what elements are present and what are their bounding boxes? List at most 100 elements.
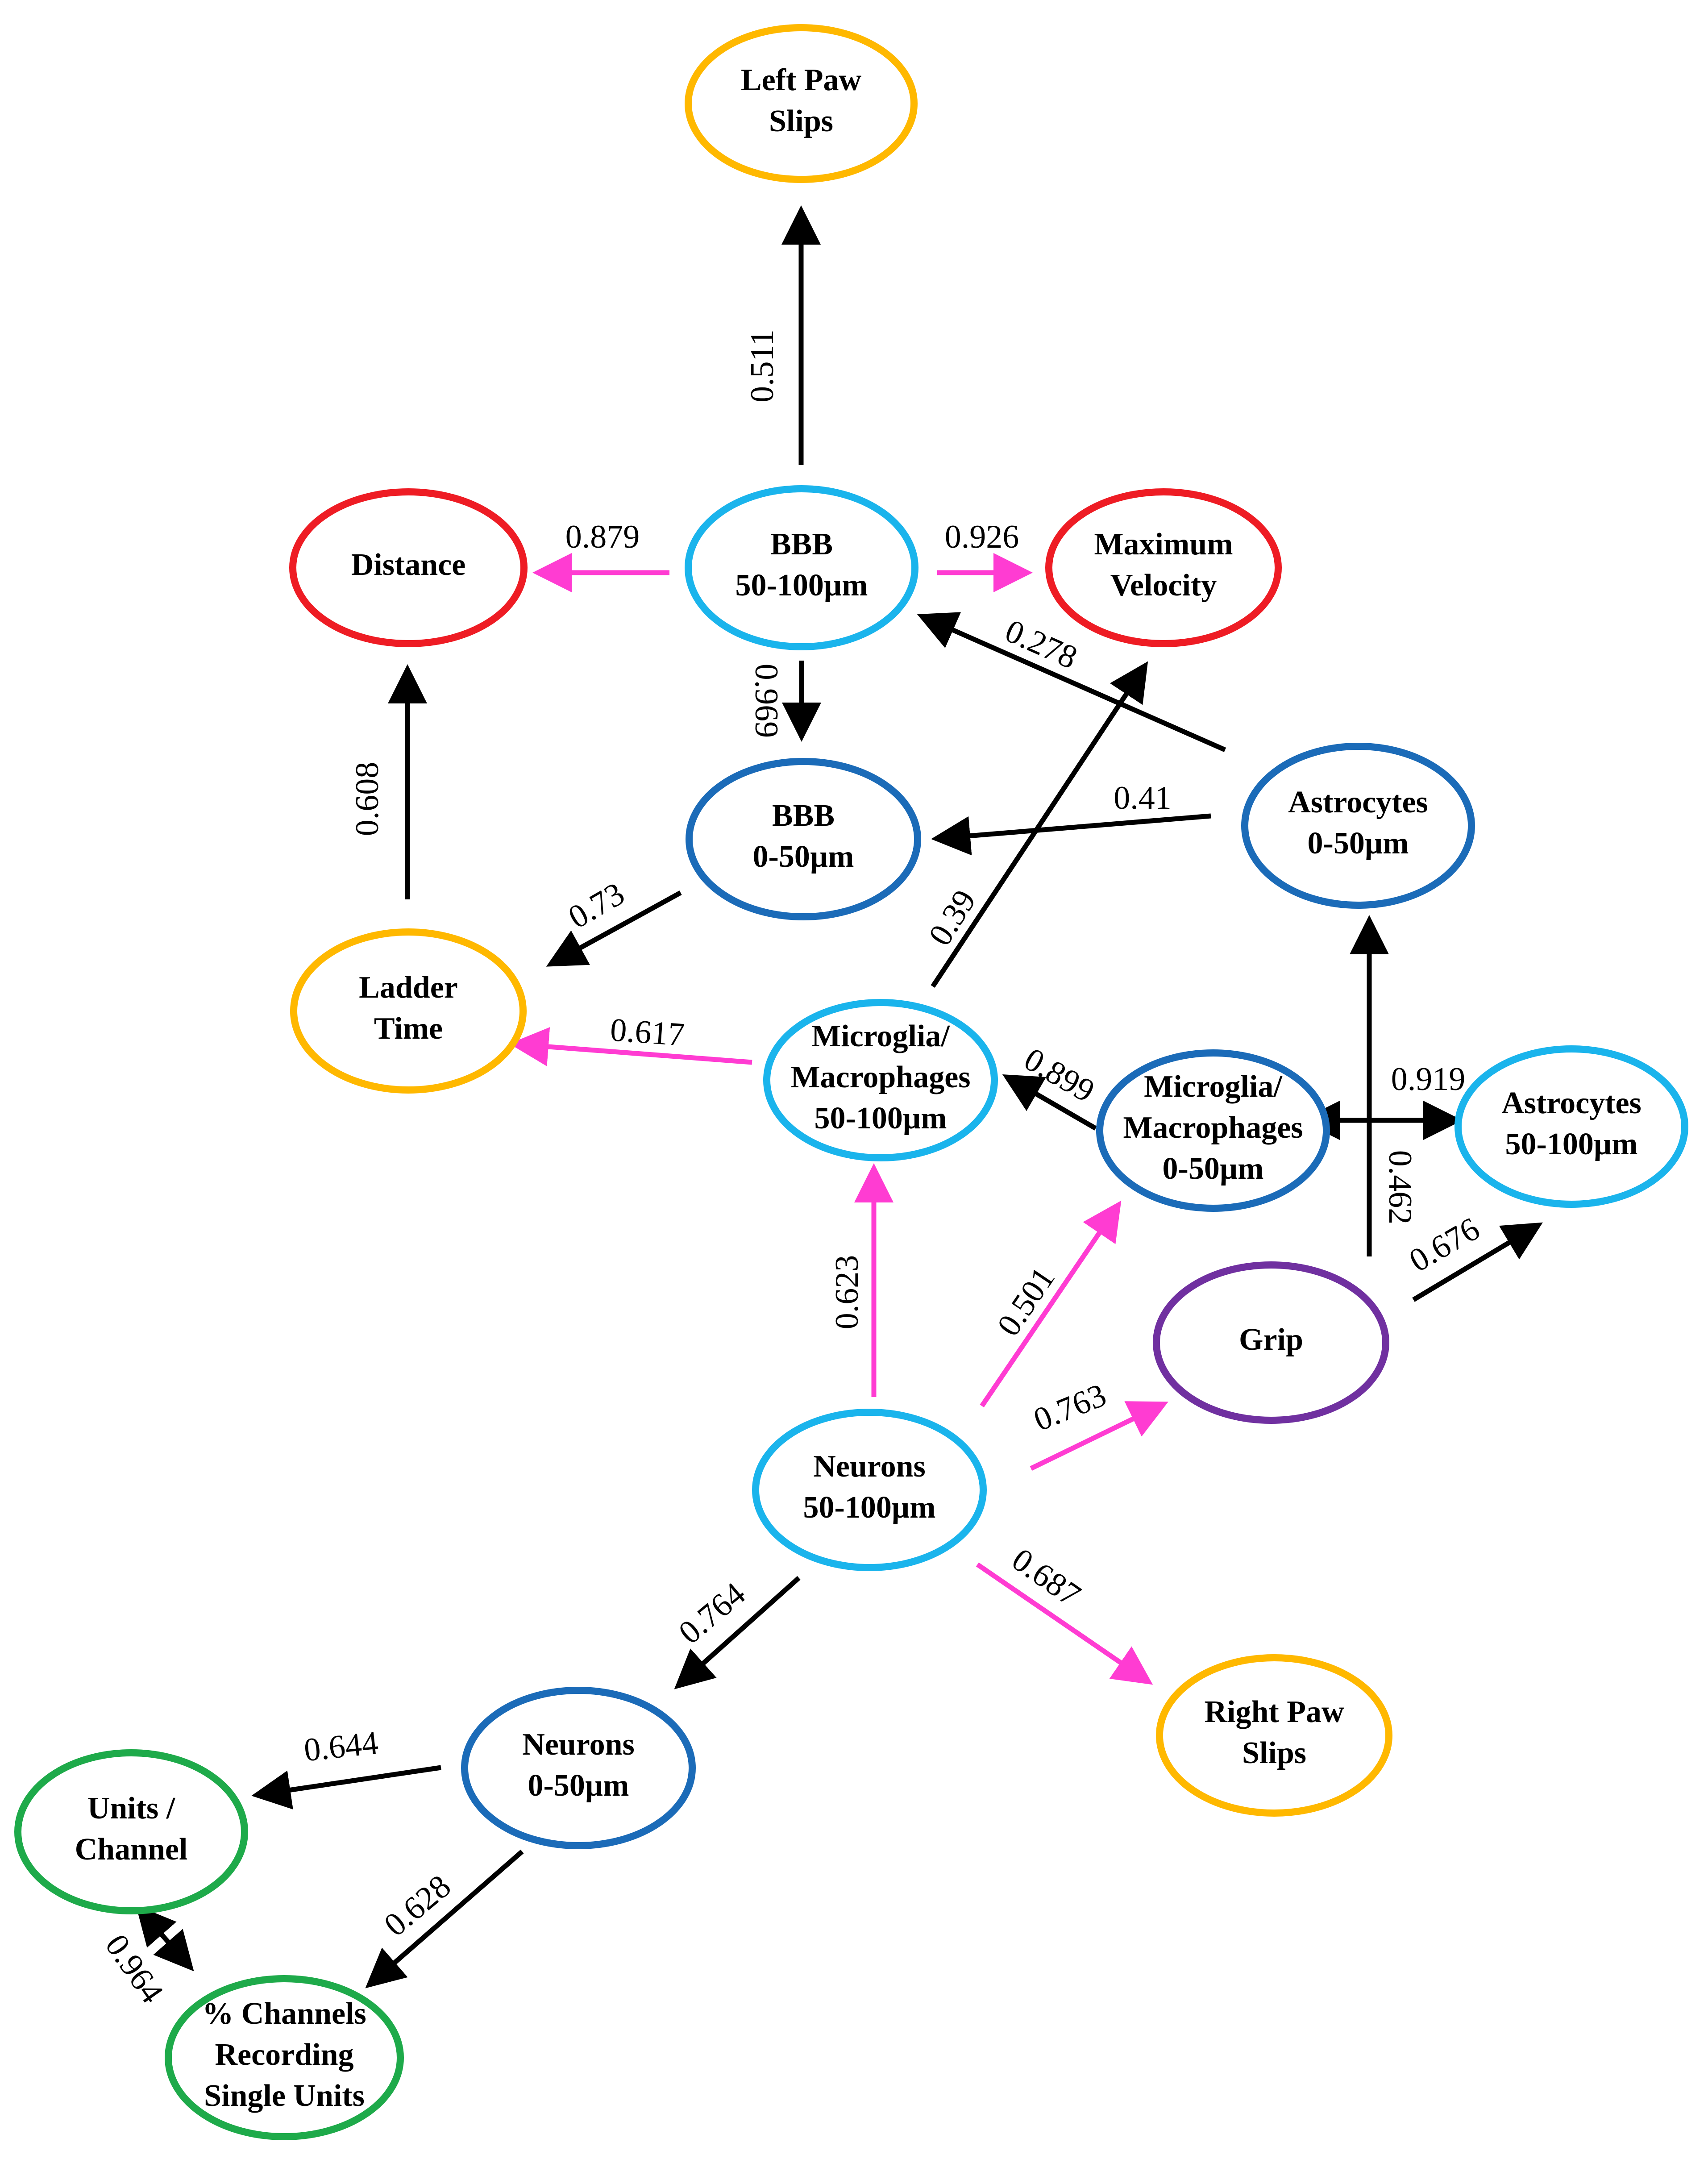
edge-value-label: 0.617: [609, 1011, 686, 1053]
node-label-line: Astrocytes: [1501, 1086, 1642, 1120]
edge-arrow: [1030, 1401, 1168, 1471]
edge-neurons-50-100-to-neurons-0-50: 0.764: [672, 1576, 801, 1689]
edge-arrow: [674, 1576, 801, 1689]
edge-ladder-time-to-distance: 0.608: [349, 664, 427, 899]
edge-value-label: 0.644: [302, 1725, 380, 1769]
edge-value-label: 0.608: [349, 762, 386, 836]
node-label-line: 0-50µm: [753, 840, 854, 874]
edge-value-label: 0.687: [1005, 1541, 1087, 1614]
node-label-line: Slips: [769, 104, 833, 138]
node-label-line: Time: [374, 1011, 443, 1046]
edge-bbb-50-100-to-bbb-0-50: 0.969: [748, 661, 821, 742]
node-ellipse: [461, 1687, 696, 1849]
node-bbb-0-50: BBB 0-50µm: [686, 758, 921, 920]
node-ellipse: [1153, 1261, 1389, 1424]
edge-neurons-50-100-to-right-paw-slips: 0.687: [976, 1541, 1153, 1685]
edge-arrow: [136, 1905, 194, 1972]
node-label-line: Macrophages: [790, 1060, 970, 1094]
node-astrocytes-50-100: Astrocytes 50-100µm: [1455, 1045, 1688, 1208]
node-ellipse: [1096, 1049, 1330, 1212]
node-ellipse: [752, 1409, 987, 1571]
node-ellipse: [1045, 488, 1282, 647]
edge-value-label: 0.41: [1114, 780, 1172, 816]
node-ellipse: [289, 488, 528, 647]
edge-astrocytes-0-50-to-bbb-0-50: 0.41: [931, 780, 1211, 856]
node-ellipse: [686, 758, 921, 920]
node-label-line: Ladder: [359, 970, 458, 1005]
edge-value-label: 0.964: [98, 1928, 170, 2009]
node-label-line: Units /: [87, 1791, 176, 1826]
node-label-line: BBB: [770, 527, 833, 562]
edge-arrow: [251, 1765, 441, 1810]
edge-value-label: 0.39: [922, 884, 983, 952]
node-label-line: 50-100µm: [803, 1490, 936, 1525]
edge-neurons-50-100-to-microglia-0-50: 0.501: [980, 1200, 1122, 1408]
nodes-layer: Left PawSlipsDistanceBBB50-100µmMaximumV…: [14, 24, 1688, 2140]
node-label-line: Maximum: [1094, 527, 1233, 562]
edge-neurons-0-50-to-units-channel: 0.644: [251, 1725, 441, 1810]
edge-microglia-0-50-to-microglia-50-100: 0.899: [1002, 1041, 1101, 1131]
node-ellipse: [763, 999, 998, 1161]
edge-value-label: 0.899: [1018, 1041, 1101, 1110]
edge-value-label: 0.763: [1029, 1377, 1111, 1438]
edge-bbb-0-50-to-ladder-time: 0.73: [546, 875, 682, 967]
node-label-line: Single Units: [204, 2079, 365, 2113]
node-label-line: Distance: [351, 548, 466, 582]
edge-microglia-0-50-to-astrocytes-50-100: 0.919: [1301, 1061, 1466, 1140]
edge-grip-to-astrocytes-50-100: 0.676: [1403, 1211, 1543, 1302]
edge-value-label: 0.628: [377, 1868, 457, 1944]
edge-arrow: [1002, 1074, 1097, 1131]
edge-value-label: 0.879: [565, 519, 640, 555]
edge-arrow: [931, 661, 1148, 988]
edge-value-label: 0.462: [1382, 1150, 1418, 1225]
node-ellipse: [685, 485, 918, 650]
node-label-line: Astrocytes: [1288, 785, 1428, 820]
edge-value-label: 0.969: [748, 664, 785, 738]
edge-arrow: [365, 1849, 524, 1988]
edge-neurons-0-50-to-pct-channels: 0.628: [365, 1849, 524, 1988]
node-label-line: Recording: [215, 2038, 353, 2072]
edge-units-channel-to-pct-channels: 0.964: [98, 1905, 194, 2010]
node-label-line: Right Paw: [1204, 1695, 1344, 1729]
node-units-channel: Units /Channel: [14, 1749, 248, 1914]
node-label-line: Slips: [1242, 1736, 1306, 1770]
node-label-line: BBB: [772, 799, 835, 833]
node-label-line: Grip: [1239, 1323, 1303, 1357]
node-label-line: 0-50µm: [1308, 826, 1409, 861]
edge-bbb-50-100-to-left-paw-slips: 0.511: [744, 205, 821, 465]
edge-value-label: 0.511: [744, 329, 781, 403]
edge-arrow: [509, 1027, 752, 1066]
node-label-line: 50-100µm: [1505, 1127, 1638, 1161]
node-distance: Distance: [289, 488, 528, 647]
edge-value-label: 0.764: [672, 1576, 752, 1651]
edge-value-label: 0.919: [1391, 1061, 1466, 1098]
edge-microglia-50-100-to-ladder-time: 0.617: [509, 1011, 752, 1066]
node-label-line: % Channels: [202, 1997, 366, 2031]
node-ellipse: [1156, 1654, 1392, 1817]
node-grip: Grip: [1153, 1261, 1389, 1424]
edge-grip-to-astrocytes-0-50: 0.462: [1350, 915, 1418, 1256]
edge-arrow: [1412, 1222, 1543, 1302]
node-label-line: Left Paw: [741, 63, 862, 97]
edge-arrow: [931, 813, 1211, 856]
edge-arrow: [546, 890, 682, 967]
node-label-line: Microglia/: [811, 1019, 950, 1053]
node-label-line: Neurons: [522, 1727, 635, 1762]
edge-microglia-50-100-to-maximum-velocity: 0.39: [922, 661, 1148, 988]
node-ellipse: [1241, 743, 1475, 909]
node-astrocytes-0-50: Astrocytes 0-50µm: [1241, 743, 1475, 909]
edge-value-label: 0.926: [945, 519, 1019, 555]
edge-neurons-50-100-to-grip: 0.763: [1029, 1377, 1168, 1471]
edge-bbb-50-100-to-distance: 0.879: [532, 519, 669, 592]
edge-neurons-50-100-to-microglia-50-100: 0.623: [829, 1163, 893, 1397]
